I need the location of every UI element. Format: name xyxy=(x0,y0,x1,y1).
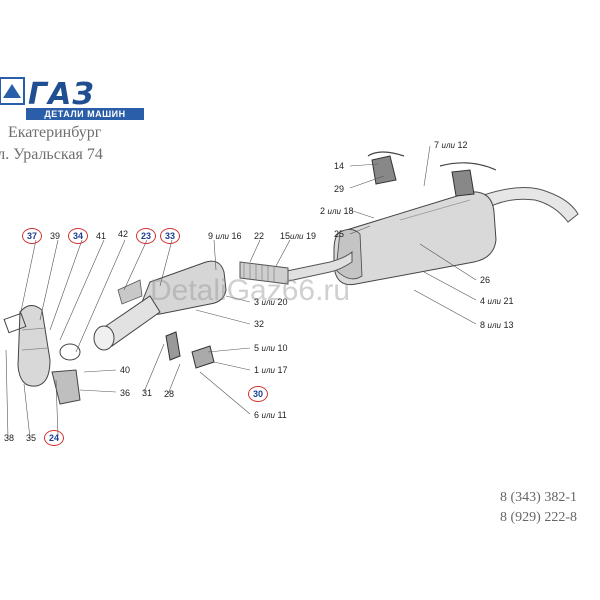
callout-30: 30 xyxy=(248,386,268,402)
label-9-or-16: 9 или 16 xyxy=(208,231,242,241)
label-32: 32 xyxy=(254,319,265,329)
label-25: 25 xyxy=(334,229,345,239)
tailpipe xyxy=(469,187,579,223)
hanger-bracket xyxy=(165,331,181,361)
gasket xyxy=(59,343,81,361)
phone-1: 8 (343) 382-1 xyxy=(500,490,577,505)
logo-deer-icon xyxy=(0,77,25,105)
label-1-or-17: 1 или 17 xyxy=(254,365,288,375)
phone-2: 8 (929) 222-8 xyxy=(500,510,577,525)
callout-34: 34 xyxy=(68,228,88,244)
label-7-or-12: 7 или 12 xyxy=(434,140,468,150)
label-29: 29 xyxy=(334,184,345,194)
label-41: 41 xyxy=(96,231,107,241)
label-31: 31 xyxy=(142,388,153,398)
label-14: 14 xyxy=(334,161,345,171)
label-6-or-11: 6 или 11 xyxy=(254,410,287,420)
city-text: Екатеринбург xyxy=(8,124,102,141)
hanger-rear xyxy=(451,169,475,197)
label-28: 28 xyxy=(164,389,175,399)
label-2-or-18: 2 или 18 xyxy=(320,206,354,216)
mount-bracket xyxy=(191,345,215,369)
callout-24: 24 xyxy=(44,430,64,446)
label-40: 40 xyxy=(120,365,131,375)
flexible-joint xyxy=(239,261,289,285)
label-35: 35 xyxy=(26,433,37,443)
label-36: 36 xyxy=(120,388,131,398)
label-22: 22 xyxy=(254,231,265,241)
logo-text: ГАЗ xyxy=(28,77,95,112)
catalytic-converter xyxy=(93,260,227,351)
rear-muffler xyxy=(333,191,497,286)
callout-23: 23 xyxy=(136,228,156,244)
label-8-or-13: 8 или 13 xyxy=(480,320,514,330)
street-text: ул. Уральская 74 xyxy=(0,146,103,163)
label-4-or-21: 4 или 21 xyxy=(480,296,514,306)
mid-pipe xyxy=(281,250,353,283)
watermark: DetaliGaz66.ru xyxy=(150,274,351,307)
hanger-top xyxy=(371,155,397,185)
callout-37: 37 xyxy=(22,228,42,244)
logo-subtitle: ДЕТАЛИ МАШИН xyxy=(26,108,144,120)
label-5-or-10: 5 или 10 xyxy=(254,343,288,353)
manifold-converter xyxy=(3,305,51,387)
leader-lines xyxy=(5,145,477,439)
label-26: 26 xyxy=(480,275,491,285)
label-3-or-20: 3 или 20 xyxy=(254,297,288,307)
callout-33: 33 xyxy=(160,228,180,244)
heat-shield xyxy=(51,369,81,405)
label-15-or-19: 15или 19 xyxy=(280,231,316,241)
label-42: 42 xyxy=(118,229,129,239)
label-38: 38 xyxy=(4,433,15,443)
label-39: 39 xyxy=(50,231,61,241)
